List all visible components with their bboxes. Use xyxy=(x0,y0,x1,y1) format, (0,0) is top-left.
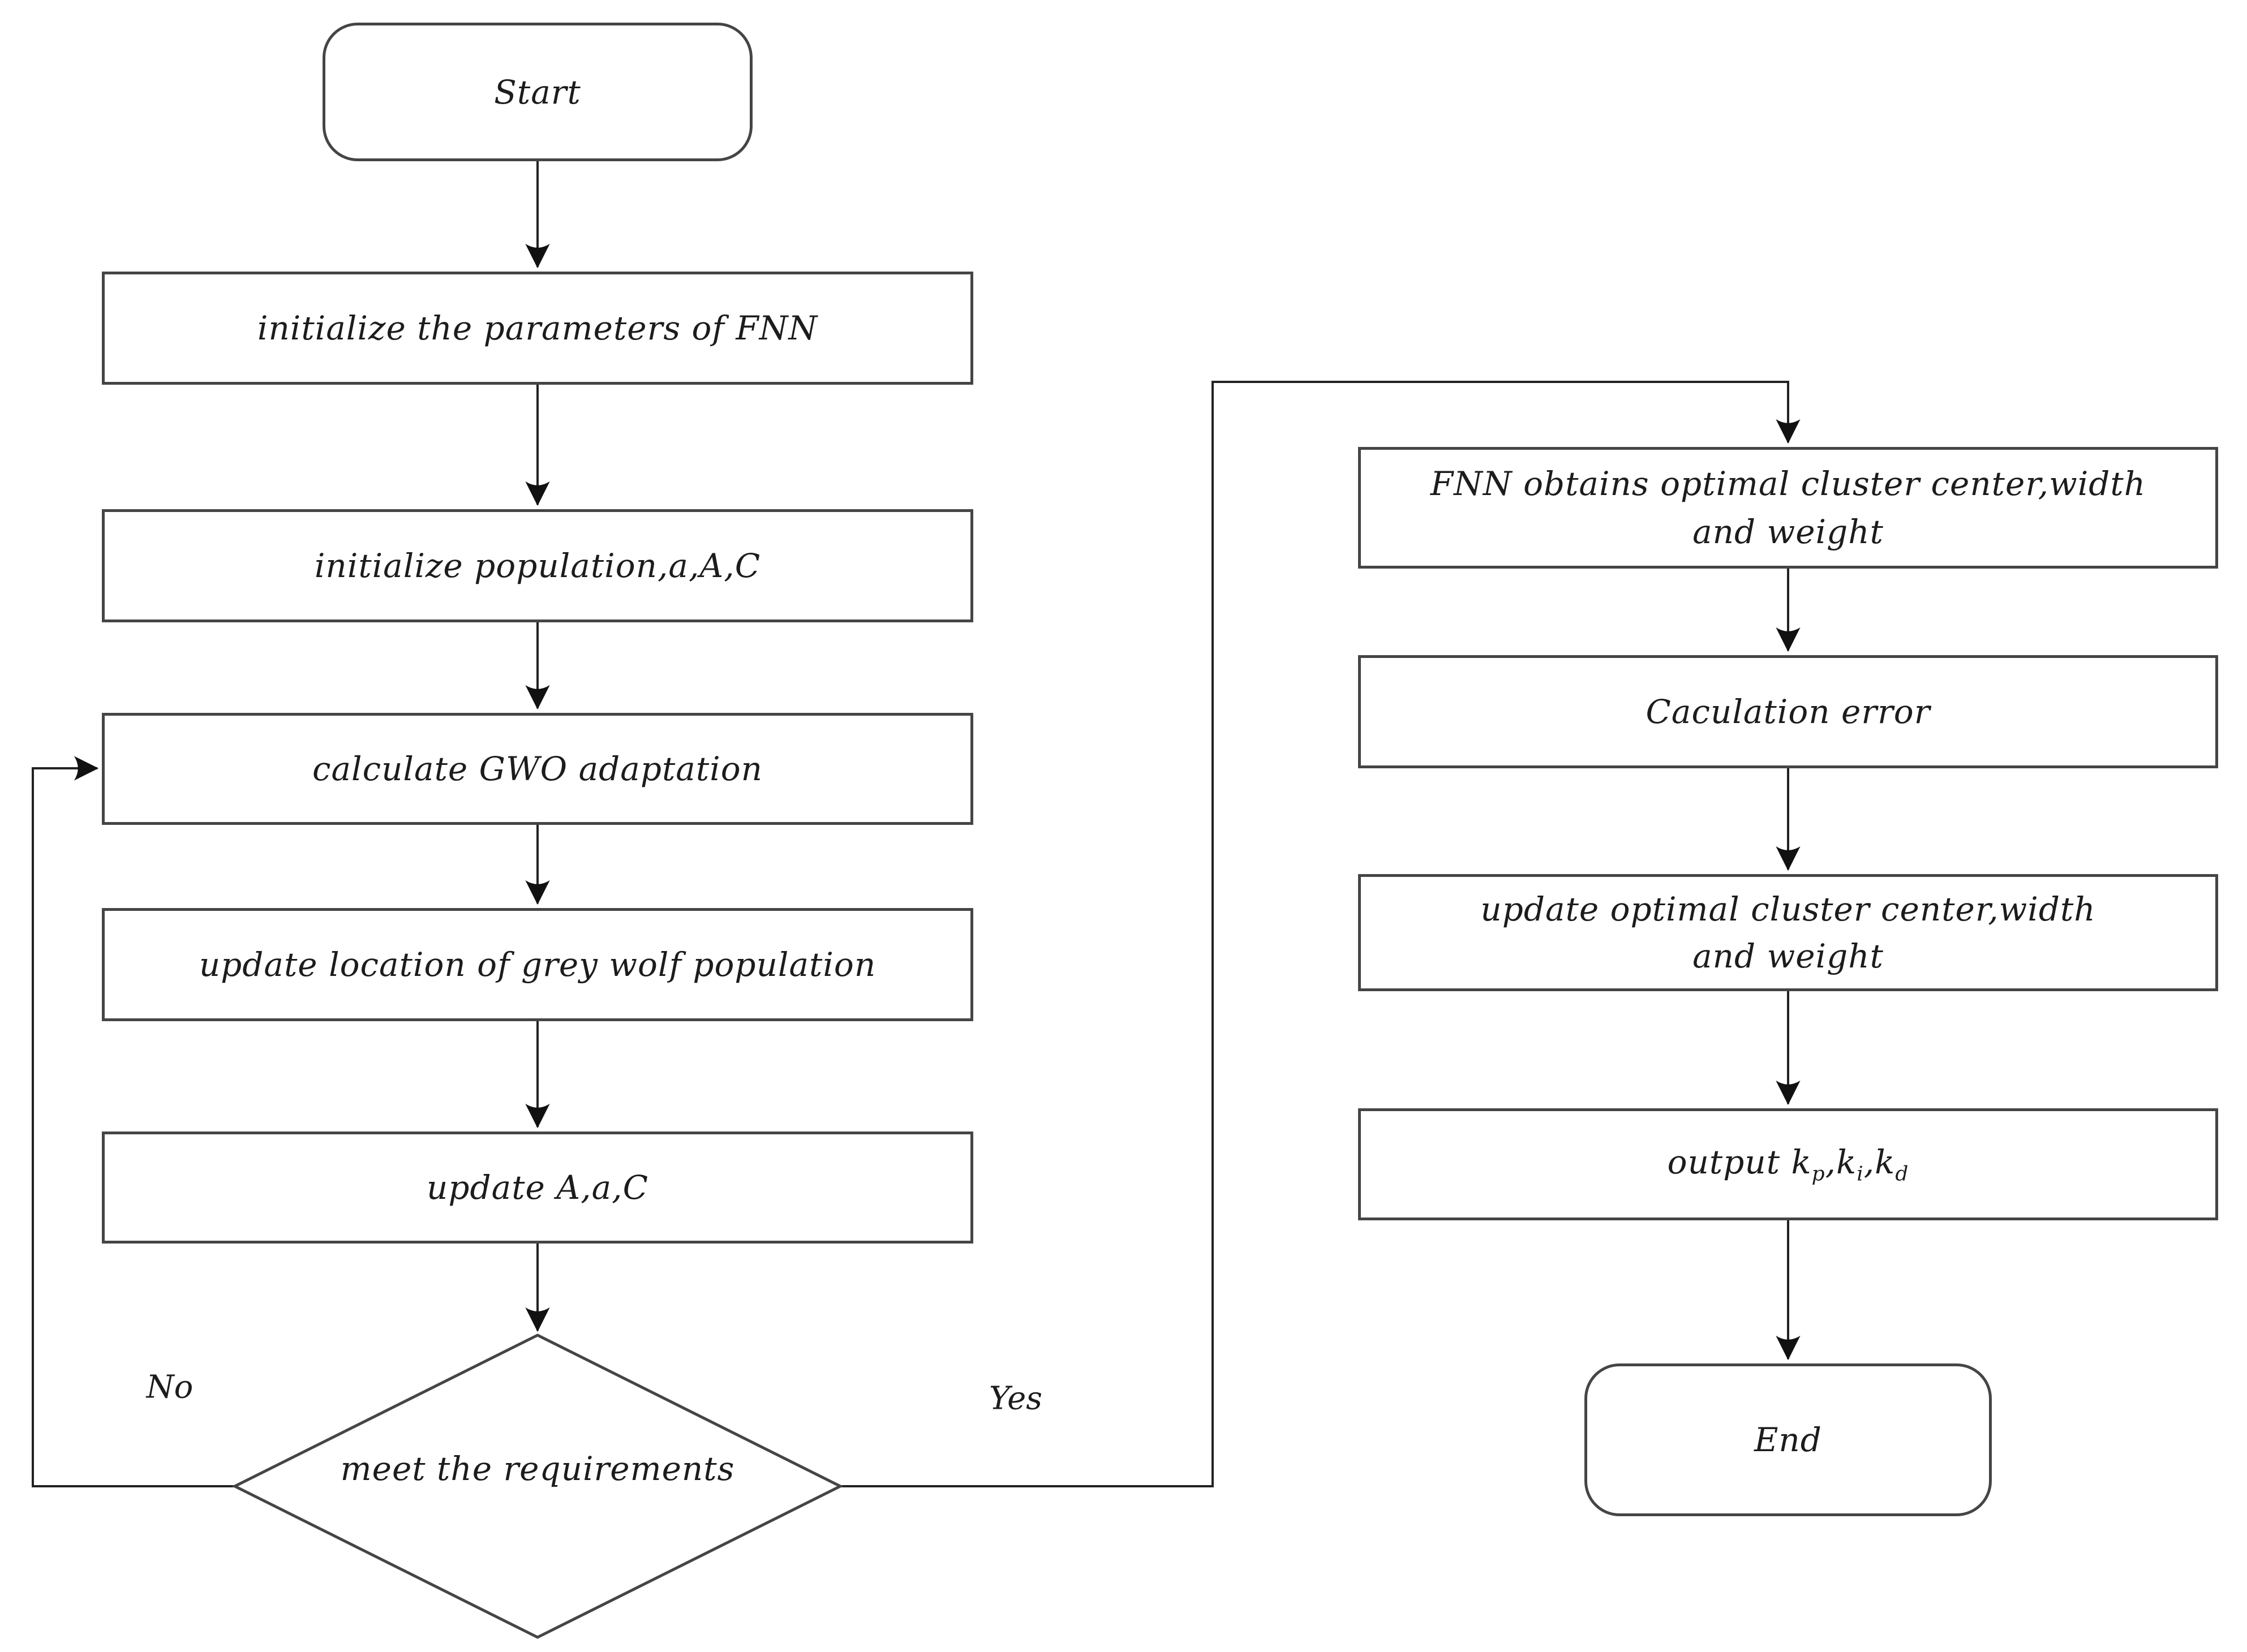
edge-label-no: No xyxy=(146,1369,194,1406)
node-calculate-gwo-adaptation-label: calculate GWO adaptation xyxy=(312,750,763,788)
node-update-wolf-location: update location of grey wolf population xyxy=(102,908,973,1021)
node-calculate-gwo-adaptation: calculate GWO adaptation xyxy=(102,713,973,825)
node-update-wolf-location-label: update location of grey wolf population xyxy=(199,945,877,984)
node-end: End xyxy=(1584,1363,1992,1516)
edge-decision-no-loop xyxy=(32,756,235,1487)
node-fnn-obtains-optimal-line2: and weight xyxy=(1692,513,1884,552)
node-calculation-error-label: Caculation error xyxy=(1645,692,1931,731)
node-end-label: End xyxy=(1754,1421,1822,1459)
node-update-aac: update A,a,C xyxy=(102,1132,973,1244)
node-output-gains: output kp,ki,kd xyxy=(1358,1108,2218,1220)
node-calculation-error: Caculation error xyxy=(1358,655,2218,768)
edge-decision-yes-to-fnn xyxy=(840,381,1801,1487)
node-start: Start xyxy=(323,23,753,161)
node-start-label: Start xyxy=(494,72,581,111)
node-update-optimal-cluster: update optimal cluster center,width and … xyxy=(1358,874,2218,991)
node-update-aac-label: update A,a,C xyxy=(427,1168,648,1207)
output-mid-2: ,k xyxy=(1863,1143,1896,1182)
node-initialize-population-label: initialize population,a,A,C xyxy=(314,547,761,585)
output-mid-1: ,k xyxy=(1825,1143,1857,1182)
node-fnn-obtains-optimal-line1: FNN obtains optimal cluster center,width xyxy=(1430,464,2146,503)
node-update-optimal-cluster-line2: and weight xyxy=(1692,937,1884,975)
decision-diamond-shape xyxy=(231,1333,844,1639)
edge-label-yes: Yes xyxy=(989,1380,1042,1417)
output-prefix: output k xyxy=(1667,1143,1812,1182)
node-initialize-population: initialize population,a,A,C xyxy=(102,509,973,622)
node-fnn-obtains-optimal: FNN obtains optimal cluster center,width… xyxy=(1358,447,2218,569)
output-subscript-d: d xyxy=(1895,1162,1909,1186)
node-output-gains-label: output kp,ki,kd xyxy=(1668,1143,1909,1186)
node-update-optimal-cluster-line1: update optimal cluster center,width xyxy=(1480,890,2096,928)
node-decision-label: meet the requirements xyxy=(340,1449,735,1488)
output-subscript-p: p xyxy=(1811,1162,1825,1186)
node-initialize-fnn-parameters: initialize the parameters of FNN xyxy=(102,272,973,385)
output-subscript-i: i xyxy=(1857,1162,1864,1186)
node-initialize-fnn-parameters-label: initialize the parameters of FNN xyxy=(257,309,818,347)
